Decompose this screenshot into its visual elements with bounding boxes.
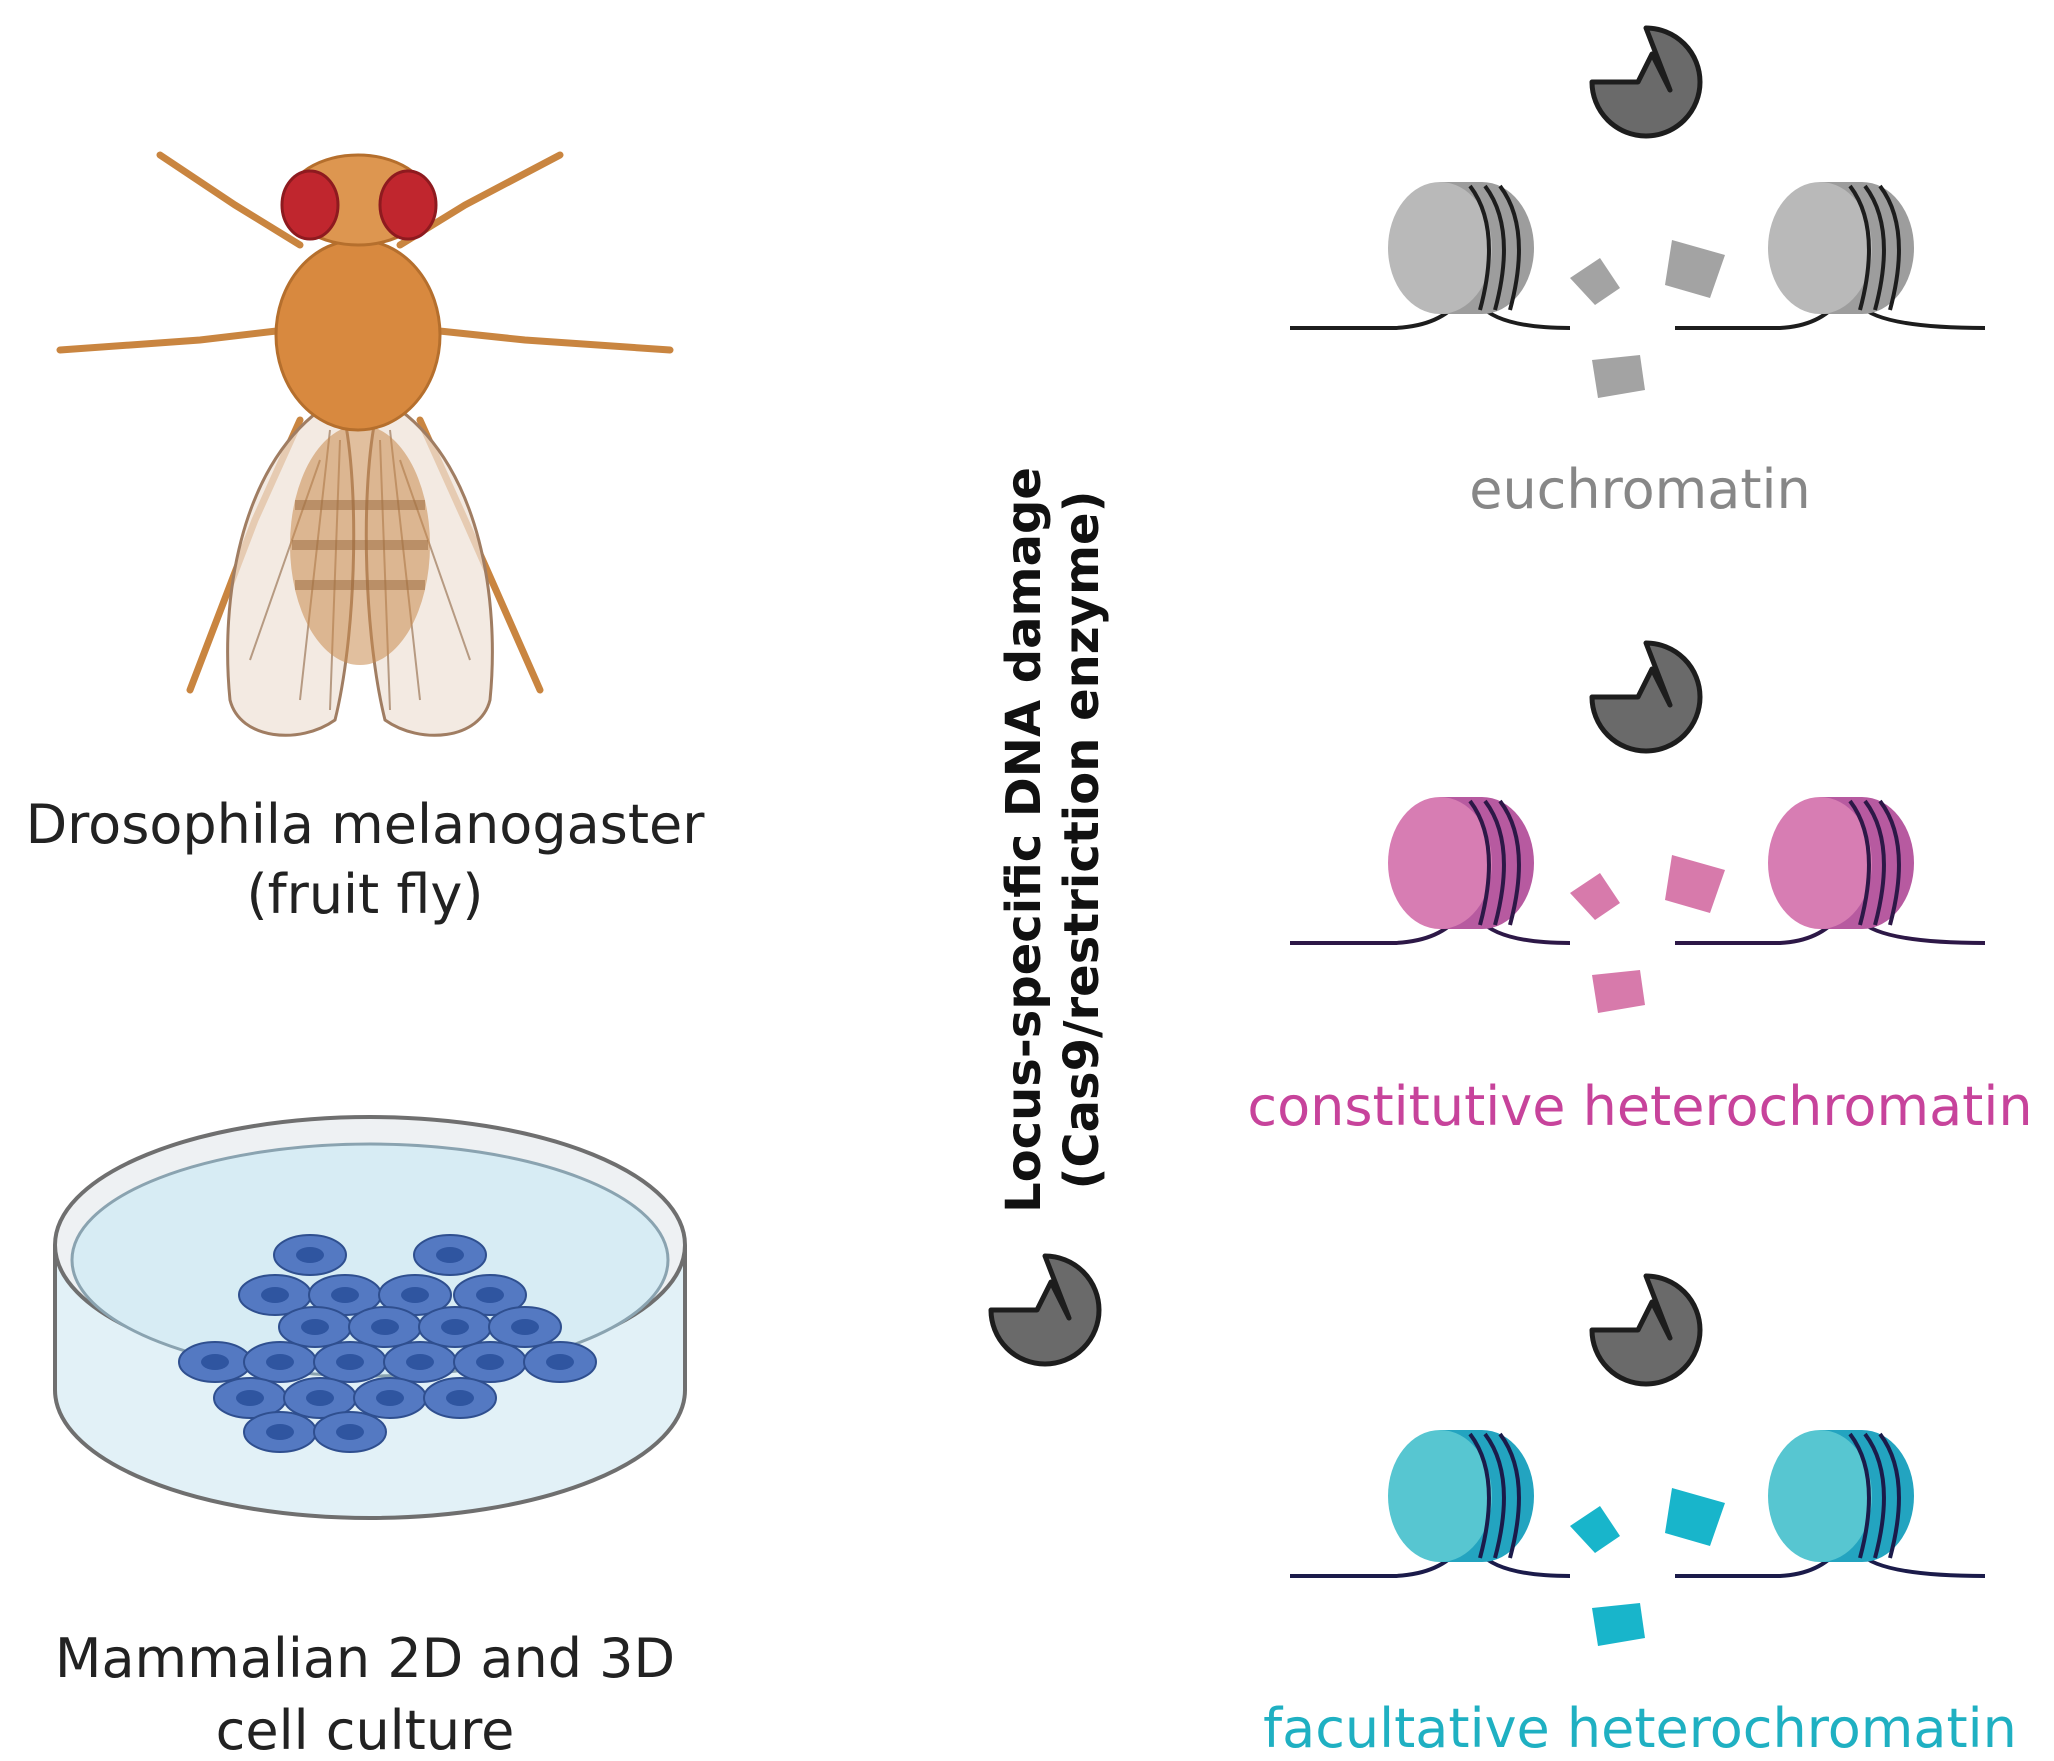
cell — [384, 1342, 456, 1382]
cell — [424, 1378, 496, 1418]
histone-fragment — [1665, 240, 1725, 298]
damage-title-line2: (Cas9/restriction enzyme) — [1054, 490, 1110, 1189]
cell — [314, 1342, 386, 1382]
fly-thorax — [276, 240, 440, 430]
histone-fragment — [1592, 355, 1645, 398]
histone-fragment — [1665, 855, 1725, 913]
chromatin-panel: facultative heterochromatin — [1263, 1276, 2017, 1760]
damage-title: Locus-specific DNA damage (Cas9/restrict… — [996, 467, 1110, 1213]
cell — [354, 1378, 426, 1418]
fly-label-line1: Drosophila melanogaster — [26, 793, 706, 856]
chromatin-panel: constitutive heterochromatin — [1247, 643, 2032, 1138]
histone-fragment — [1665, 1488, 1725, 1546]
chromatin-label: euchromatin — [1469, 458, 1811, 521]
enzyme-icon — [1592, 643, 1700, 751]
fly-eye-left — [282, 171, 338, 239]
cell — [414, 1235, 486, 1275]
cell — [279, 1307, 351, 1347]
enzyme-legend-icon — [991, 1256, 1099, 1364]
histone-fragment — [1570, 1506, 1620, 1553]
cell — [179, 1342, 251, 1382]
cell — [349, 1307, 421, 1347]
fruit-fly-illustration — [60, 155, 670, 735]
cell — [419, 1307, 491, 1347]
culture-label-line1: Mammalian 2D and 3D — [55, 1627, 675, 1690]
fly-eye-right — [380, 171, 436, 239]
nucleosome — [1768, 182, 1914, 314]
nucleosome — [1768, 1430, 1914, 1562]
histone-fragment — [1570, 873, 1620, 920]
cell — [274, 1235, 346, 1275]
fly-label-line2: (fruit fly) — [247, 863, 484, 926]
enzyme-icon — [1592, 28, 1700, 136]
nucleosome — [1768, 797, 1914, 929]
nucleosome — [1388, 182, 1534, 314]
nucleosome — [1388, 797, 1534, 929]
chromatin-label: constitutive heterochromatin — [1247, 1075, 2032, 1138]
chromatin-label: facultative heterochromatin — [1263, 1697, 2017, 1760]
culture-label-line2: cell culture — [216, 1699, 515, 1761]
cell — [244, 1412, 316, 1452]
histone-fragment — [1570, 258, 1620, 305]
cell — [454, 1342, 526, 1382]
histone-fragment — [1592, 970, 1645, 1013]
enzyme-icon — [1592, 1276, 1700, 1384]
cell — [489, 1307, 561, 1347]
chromatin-panel: euchromatin — [1290, 28, 1985, 521]
damage-title-line1: Locus-specific DNA damage — [996, 467, 1052, 1213]
cell — [244, 1342, 316, 1382]
histone-fragment — [1592, 1603, 1645, 1646]
cell — [314, 1412, 386, 1452]
chromatin-panels: euchromatin constitutive heterochromatin f… — [1247, 28, 2032, 1760]
petri-dish-illustration — [55, 1117, 685, 1518]
nucleosome — [1388, 1430, 1534, 1562]
cell — [524, 1342, 596, 1382]
